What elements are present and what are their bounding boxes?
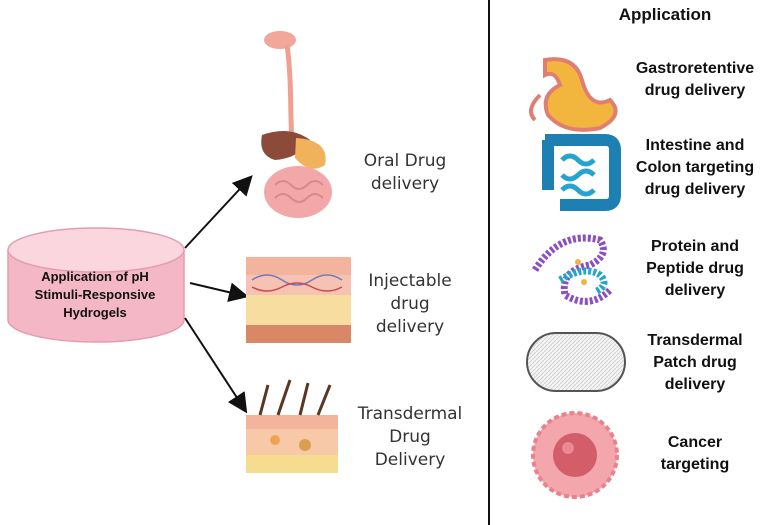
application-item-line: Peptide drug: [646, 260, 744, 277]
skin-injection-layers-icon: [246, 257, 351, 343]
arrow-to-oral: [184, 175, 253, 249]
application-item-line: Cancer: [667, 434, 723, 451]
route-label-line: delivery: [375, 317, 445, 337]
route-label-line: Injectable: [368, 271, 452, 291]
application-item-patch: Transdermal Patch drug delivery: [620, 330, 770, 396]
skin-cross-section-icon: [246, 379, 338, 473]
center-title-line1: Application of pH: [41, 269, 149, 284]
arrow-to-transdermal: [184, 317, 248, 414]
route-label-line: Transdermal: [357, 404, 463, 424]
application-item-line: Gastroretentive: [635, 60, 755, 77]
route-label-line: Oral Drug: [363, 151, 447, 171]
application-item-intestine: Intestine and Colon targeting drug deliv…: [620, 135, 770, 201]
center-title-line2: Stimuli-Responsive: [34, 287, 156, 302]
application-item-line: Colon targeting: [635, 159, 755, 176]
application-item-line: drug delivery: [644, 181, 746, 198]
route-label-oral: Oral Drug delivery: [345, 150, 465, 196]
protein-chain-icon: [532, 234, 613, 305]
application-item-line: Patch drug: [653, 354, 737, 371]
intestine-icon: [542, 134, 621, 211]
stomach-icon: [529, 57, 618, 132]
route-label-line: drug: [390, 294, 430, 314]
application-item-line: Intestine and: [645, 137, 745, 154]
arrow-to-injectable: [189, 282, 249, 303]
application-item-line: Transdermal: [647, 332, 743, 349]
center-title-line3: Hydrogels: [63, 305, 127, 320]
center-title: Application of pH Stimuli-Responsive Hyd…: [10, 268, 180, 322]
hydrogel-cylinder-icon: [7, 227, 185, 343]
route-label-transdermal: Transdermal Drug Delivery: [345, 403, 475, 472]
patch-icon: [526, 332, 626, 392]
digestive-system-icon: [261, 31, 332, 218]
arrows: [184, 175, 253, 414]
application-item-cancer: Cancer targeting: [620, 432, 770, 476]
application-item-protein: Protein and Peptide drug delivery: [620, 236, 770, 302]
route-label-injectable: Injectable drug delivery: [355, 270, 465, 339]
application-item-line: Protein and: [650, 238, 739, 255]
route-label-line: Delivery: [374, 450, 446, 470]
application-item-line: targeting: [660, 456, 730, 473]
application-item-gastroretentive: Gastroretentive drug delivery: [620, 58, 770, 102]
divider-line: [488, 0, 490, 525]
application-title: Application: [618, 5, 712, 24]
application-item-line: drug delivery: [644, 82, 746, 99]
application-item-line: delivery: [664, 282, 726, 299]
cancer-cell-icon: [531, 411, 619, 499]
application-item-line: delivery: [664, 376, 726, 393]
route-label-line: Drug: [389, 427, 431, 447]
route-label-line: delivery: [370, 174, 440, 194]
